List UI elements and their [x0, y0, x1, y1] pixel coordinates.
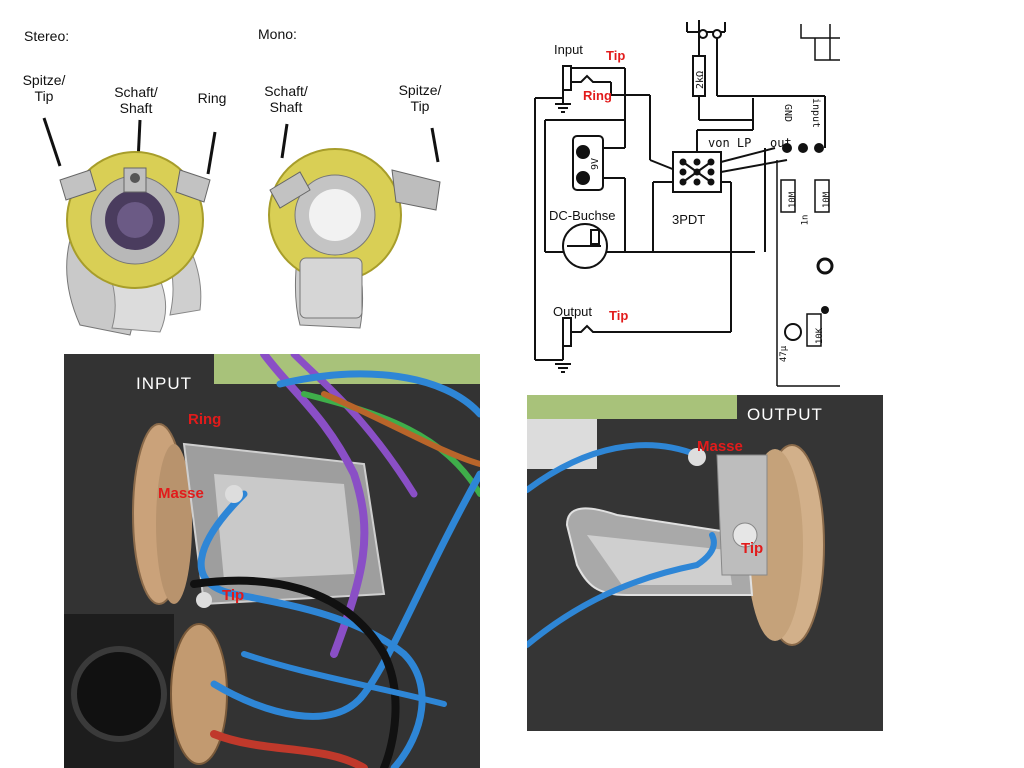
schematic-output-label: Output: [553, 304, 593, 319]
gnd-label: GND: [782, 103, 794, 123]
stereo-title: Stereo:: [24, 28, 70, 44]
mono-shaft-pointer: [280, 123, 289, 159]
r3-label: 10K: [815, 327, 826, 345]
output-wiring-photo: OUTPUT Masse Tip: [527, 395, 883, 731]
mono-jack-image: [268, 148, 441, 329]
cap-a-label: 1n: [800, 214, 811, 226]
input-pad-label: input: [810, 97, 822, 129]
r2-label: 10M: [822, 191, 833, 209]
stereo-jack-image: [59, 151, 211, 336]
schematic-input-tip-label: Tip: [606, 48, 626, 63]
board-out-label: out: [770, 136, 792, 150]
stereo-tip-label: Spitze/ Tip: [22, 72, 66, 104]
stereo-tip-pointer: [42, 117, 62, 167]
wiring-schematic: [534, 20, 840, 387]
input-photo-masse-label: Masse: [158, 485, 204, 502]
cap-b-label: 47µ: [779, 345, 790, 363]
stereo-ring-label: Ring: [197, 90, 227, 106]
mono-shaft-label: Schaft/ Shaft: [264, 83, 308, 115]
board-label: von LP: [708, 136, 752, 150]
resistor-value-label: 2kΩ: [695, 70, 707, 90]
input-photo-title: INPUT: [136, 374, 192, 393]
r1-label: 10M: [788, 191, 799, 209]
schematic-ring-label: Ring: [583, 88, 612, 103]
battery-label: 9V: [590, 157, 602, 171]
input-wiring-photo: INPUT Ring Masse Tip: [64, 354, 480, 768]
output-photo-title: OUTPUT: [747, 405, 823, 424]
input-photo-ring-label: Ring: [188, 411, 222, 428]
output-jack-symbol: [562, 317, 572, 347]
stereo-ring-pointer: [206, 131, 217, 175]
output-photo-tip-label: Tip: [741, 540, 764, 557]
mono-tip-label: Spitze/ Tip: [398, 82, 442, 114]
input-jack-symbol: [562, 65, 572, 91]
output-photo-masse-label: Masse: [697, 438, 743, 455]
mono-title: Mono:: [258, 26, 297, 42]
mono-tip-pointer: [430, 127, 440, 163]
stereo-shaft-label: Schaft/ Shaft: [114, 84, 158, 116]
switch-label: 3PDT: [672, 212, 706, 227]
jack-photos: [42, 117, 441, 336]
schematic-output-tip-label: Tip: [609, 308, 629, 323]
input-photo-tip-label: Tip: [222, 587, 245, 604]
dc-jack-label: DC-Buchse: [549, 208, 616, 223]
schematic-input-label: Input: [554, 42, 583, 57]
